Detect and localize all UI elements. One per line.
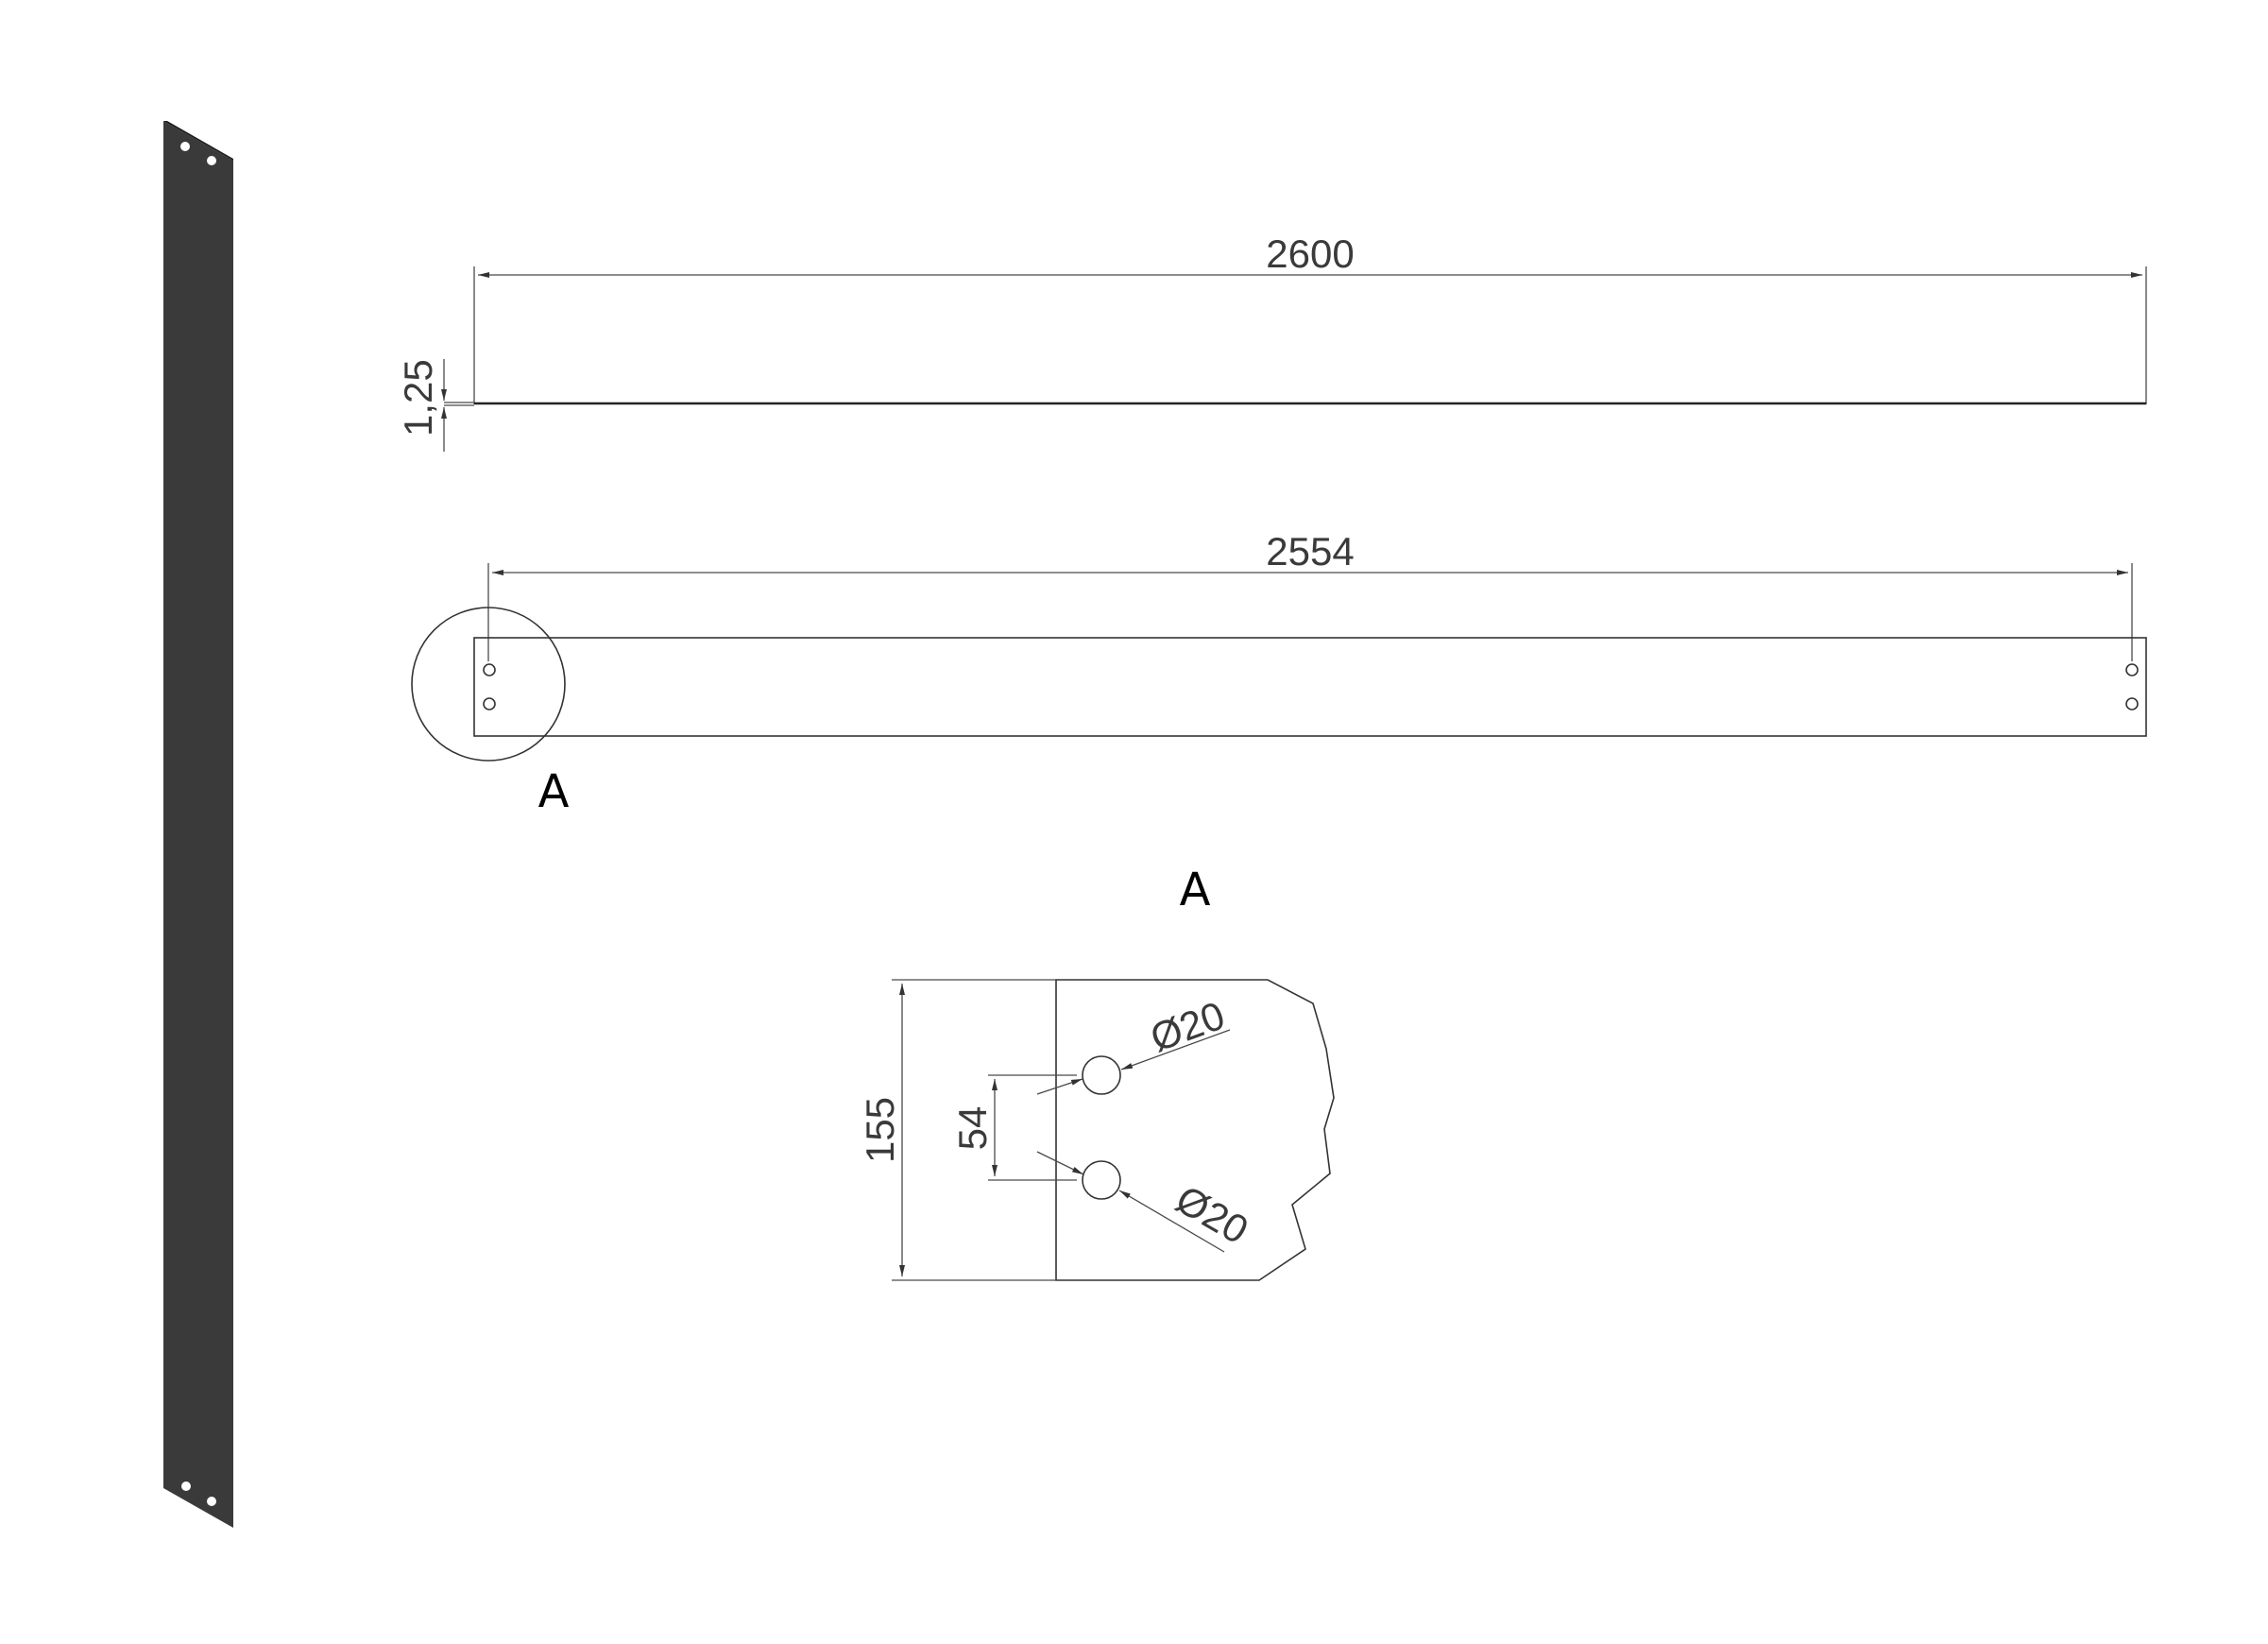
detail-hole-top xyxy=(1082,1055,1121,1095)
bar-hole-bottom-left xyxy=(181,1481,191,1491)
plate-hole-left-bottom xyxy=(483,697,496,711)
plate-hole-right-bottom xyxy=(2125,697,2139,711)
overall-length-label: 2600 xyxy=(1266,231,1354,276)
top-view: 2554 A xyxy=(411,529,2147,818)
isometric-bar-edge xyxy=(163,121,233,161)
bar-hole-top-right xyxy=(207,156,216,165)
plate-hole-left-top xyxy=(483,663,496,676)
side-view: 2600 1,25 xyxy=(396,231,2147,452)
detail-plate-outline xyxy=(1055,979,1335,1281)
hole-diameter-bottom-label: Ø20 xyxy=(1168,1176,1255,1252)
isometric-bar-view xyxy=(163,121,233,1528)
hole-diameter-top-label: Ø20 xyxy=(1145,993,1231,1060)
bar-hole-bottom-right xyxy=(207,1497,216,1506)
detail-hole-bottom xyxy=(1082,1160,1121,1200)
detail-callout-circle xyxy=(411,607,566,762)
hole-spacing-label: 2554 xyxy=(1266,529,1354,574)
detail-marker-label: A xyxy=(538,765,570,818)
detail-view-a: A 155 54 Ø20 Ø20 xyxy=(858,864,1335,1281)
detail-title: A xyxy=(1180,864,1211,916)
plate-outline xyxy=(473,637,2147,737)
width-label: 155 xyxy=(858,1097,902,1163)
bar-hole-top-left xyxy=(180,142,190,151)
plate-hole-right-top xyxy=(2125,663,2139,676)
thickness-label: 1,25 xyxy=(396,359,440,437)
isometric-bar xyxy=(163,121,233,1528)
hole-pitch-label: 54 xyxy=(950,1106,995,1151)
